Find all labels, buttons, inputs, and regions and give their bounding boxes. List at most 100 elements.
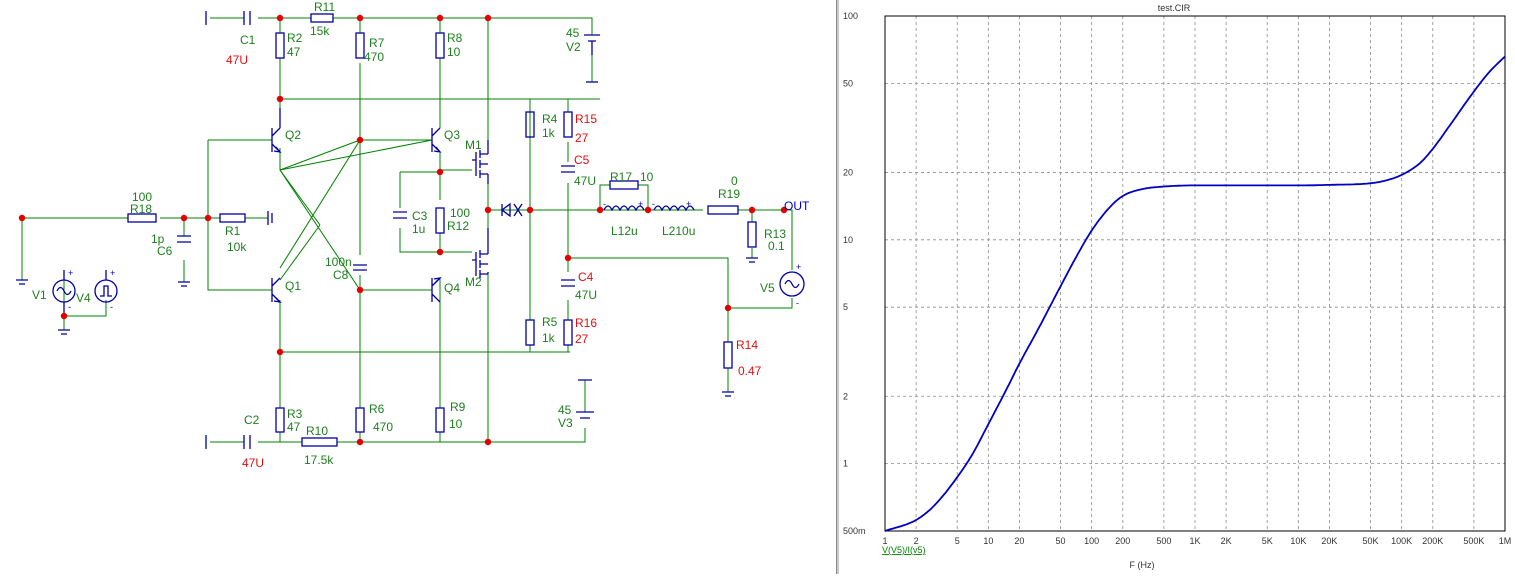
x-tick-label: 50 [1056, 536, 1066, 546]
bjt-q1 [271, 277, 282, 303]
label-r7: R7 [369, 36, 385, 50]
value-r2: 47 [287, 45, 301, 59]
label-m1: M1 [465, 138, 482, 152]
c6-symbol [177, 235, 191, 243]
label-r3: R3 [287, 407, 303, 421]
x-tick-label: 200K [1422, 536, 1443, 546]
label-c4: C4 [578, 270, 594, 284]
mosfet-m2 [472, 228, 489, 278]
y-tick-label: 100 [843, 11, 858, 21]
label-c2: C2 [244, 413, 260, 427]
label-v5: V5 [760, 281, 775, 295]
r2-body [275, 32, 285, 59]
value-r8: 10 [447, 45, 461, 59]
label-r19: R19 [718, 187, 740, 201]
svg-text:-: - [603, 199, 606, 209]
y-tick-label: 2 [843, 391, 848, 401]
y-tick-label: 20 [843, 167, 853, 177]
label-q2: Q2 [285, 128, 301, 142]
label-v2: V2 [566, 40, 581, 54]
c3-symbol [393, 211, 407, 219]
r15-body [563, 111, 573, 138]
value-r5: 1k [542, 331, 556, 345]
r6-body [355, 407, 365, 433]
c4-symbol [561, 279, 575, 287]
source-v5 [779, 271, 805, 297]
r11-body [310, 13, 334, 23]
label-r13: R13 [764, 227, 786, 241]
y-tick-label: 10 [843, 235, 853, 245]
label-c1: C1 [240, 33, 256, 47]
x-tick-label: 50K [1363, 536, 1379, 546]
r18-body [127, 213, 157, 223]
value-r16: 27 [575, 332, 589, 346]
label-l2: L210u [662, 224, 695, 238]
svg-text:-: - [652, 199, 655, 209]
svg-text:-: - [68, 302, 71, 312]
mosfet-m1 [472, 140, 489, 184]
bjt-q3 [431, 127, 442, 153]
series-line-v5-impedance[interactable] [884, 55, 1506, 532]
circuit-diagram[interactable]: + - + - + - - + - + C1 47U R11 15k R2 47… [0, 0, 836, 574]
label-r14: R14 [736, 338, 758, 352]
y-tick-label: 1 [843, 459, 848, 469]
label-v4: V4 [76, 291, 91, 305]
value-c3: 1u [412, 222, 425, 236]
x-tick-label: 200 [1115, 536, 1130, 546]
label-r4: R4 [542, 112, 558, 126]
svg-text:-: - [796, 298, 799, 308]
ground-v1-left [16, 279, 28, 285]
x-axis-label: F (Hz) [1130, 560, 1155, 570]
value-r10: 17.5k [304, 453, 334, 467]
label-q3: Q3 [444, 128, 460, 142]
x-tick-label: 1 [882, 536, 887, 546]
label-r15: R15 [575, 112, 597, 126]
svg-text:+: + [796, 262, 801, 272]
batteries [576, 34, 600, 419]
label-c3: C3 [412, 209, 428, 223]
ground-r14 [722, 391, 734, 397]
label-r16: R16 [575, 316, 597, 330]
x-tick-label: 100 [1084, 536, 1099, 546]
ground-r13 [746, 257, 758, 263]
label-r5: R5 [542, 315, 558, 329]
label-c6: C6 [157, 244, 173, 258]
label-v1: V1 [32, 288, 47, 302]
grounds [16, 211, 758, 397]
bjt-q2 [271, 108, 282, 153]
value-r13: 0.1 [768, 239, 785, 253]
value-r15: 27 [575, 131, 589, 145]
component-labels: C1 47U R11 15k R2 47 R7 470 R8 10 45 V2 … [32, 0, 810, 470]
r5-body [525, 319, 535, 346]
value-c8: 100n [325, 255, 352, 269]
c8-symbol [353, 264, 367, 271]
value-r4: 1k [542, 126, 556, 140]
r8-body [435, 32, 445, 59]
junction-dots [18, 14, 788, 446]
x-tick-label: 10K [1290, 536, 1306, 546]
r19-body [707, 205, 739, 215]
trace-label[interactable]: V(V5)/I(v5) [882, 545, 926, 555]
label-c8: C8 [333, 268, 349, 282]
value-r3: 47 [287, 420, 301, 434]
plot-frame [884, 15, 1506, 532]
value-c4: 47U [575, 288, 597, 302]
c5-symbol [561, 165, 575, 173]
value-r1: 10k [227, 240, 247, 254]
y-tick-label: 50 [843, 78, 853, 88]
x-tick-label: 5K [1262, 536, 1273, 546]
c1-symbol [243, 11, 251, 25]
polarity-marks: + - + - + - - + - + [68, 199, 801, 312]
label-r17: R17 [610, 170, 632, 184]
svg-text:+: + [68, 268, 73, 278]
label-q4: Q4 [444, 281, 460, 295]
label-r6: R6 [369, 402, 385, 416]
schematic-panel[interactable]: + - + - + - - + - + C1 47U R11 15k R2 47… [0, 0, 836, 574]
panel-divider[interactable] [836, 0, 839, 574]
diode-symbol [500, 202, 523, 218]
value-r19: 0 [731, 174, 738, 188]
x-tick-label: 20K [1321, 536, 1337, 546]
value-v2: 45 [566, 26, 580, 40]
